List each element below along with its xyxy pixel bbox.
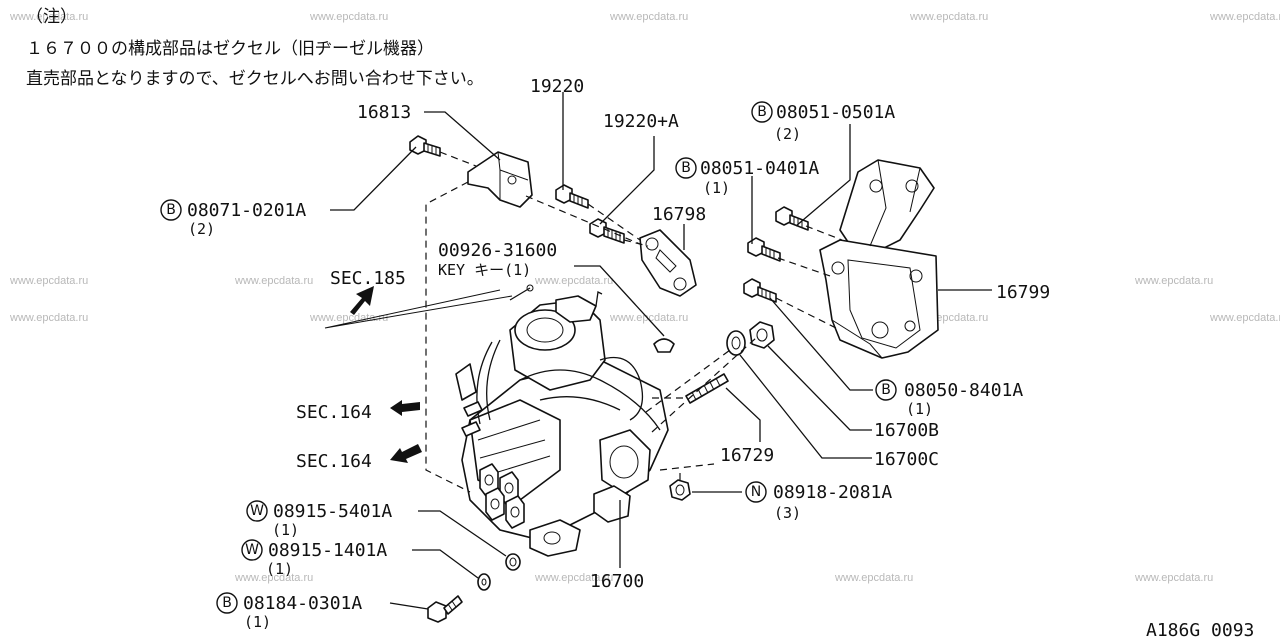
leader-lines [324, 92, 992, 610]
nut-08918-drawing [669, 479, 691, 501]
watermark: www.epcdata.ru [909, 11, 988, 23]
label-sec164-a[interactable]: SEC.164 [296, 402, 372, 423]
arrow-sec164b [390, 444, 422, 463]
washer-symbol-letter: W [245, 542, 259, 558]
qty-08071-0201a: (2) [188, 220, 215, 238]
watermark: www.epcdata.ru [1209, 11, 1280, 23]
qty-08184-0301a: (1) [244, 613, 271, 631]
watermark-layer: www.epcdata.ru www.epcdata.ru www.epcdat… [9, 11, 1280, 584]
bolt-symbol-letter: B [757, 104, 767, 120]
bolt-symbol-letter: B [681, 160, 691, 176]
bracket-16798-drawing [639, 229, 697, 297]
stud-16729-drawing [685, 373, 729, 404]
watermark: www.epcdata.ru [1209, 312, 1280, 324]
nut-symbol-letter: N [751, 484, 761, 500]
bolt-19220a-drawing [589, 218, 625, 244]
label-19220[interactable]: 19220 [530, 76, 584, 97]
washer-08915-1401a-drawing [477, 573, 491, 591]
qty-08915-5401a: (1) [272, 521, 299, 539]
bolt-symbol-icon [751, 101, 773, 123]
label-16813[interactable]: 16813 [357, 102, 411, 123]
bolt-08071-drawing [409, 135, 441, 157]
label-08050-8401a[interactable]: 08050-8401A [904, 380, 1023, 401]
delivery-valves [479, 463, 525, 529]
bolt-symbol-icon [875, 379, 897, 401]
bolt-symbol-letter: B [166, 202, 176, 218]
label-16729[interactable]: 16729 [720, 445, 774, 466]
label-00926-31600[interactable]: 00926-31600 [438, 240, 557, 261]
arrows [350, 286, 422, 463]
arrow-sec164a [390, 400, 420, 416]
watermark: www.epcdata.ru [9, 312, 88, 324]
watermark: www.epcdata.ru [534, 572, 613, 584]
label-08051-0501a[interactable]: 08051-0501A [776, 102, 895, 123]
washer-symbol-letter: W [250, 503, 264, 519]
label-16700b[interactable]: 16700B [874, 420, 939, 441]
washer-08915-5401a-drawing [505, 553, 521, 571]
watermark: www.epcdata.ru [1134, 275, 1213, 287]
key-00926-drawing [653, 338, 675, 353]
watermark: www.epcdata.ru [9, 11, 88, 23]
label-08915-1401a[interactable]: 08915-1401A [268, 540, 387, 561]
qty-08918-2081a: (3) [774, 504, 801, 522]
bolt-symbol-icon [216, 592, 238, 614]
watermark: www.epcdata.ru [609, 11, 688, 23]
note-line-1: （注） [26, 7, 77, 27]
bracket-16799-drawing [819, 159, 939, 359]
watermark: www.epcdata.ru [534, 275, 613, 287]
label-sec164-b[interactable]: SEC.164 [296, 451, 372, 472]
label-19220a[interactable]: 19220+A [603, 111, 679, 132]
bolt-19220-drawing [555, 184, 589, 209]
bolt-08051-0401a-drawing [747, 237, 781, 262]
watermark: www.epcdata.ru [1134, 572, 1213, 584]
washer-symbol-icon [246, 500, 268, 522]
bolt-08051-0501a-drawing [775, 206, 809, 231]
drawing-reference: A186G 0093 [1146, 620, 1254, 640]
washer-16700c-drawing [726, 330, 746, 356]
watermark: www.epcdata.ru [234, 572, 313, 584]
label-08915-5401a[interactable]: 08915-5401A [273, 501, 392, 522]
bolt-08184-drawing [427, 595, 463, 623]
watermark: www.epcdata.ru [234, 275, 313, 287]
note-line-3: 直売部品となりますので、ゼクセルへお問い合わせ下さい。 [26, 69, 484, 89]
arrow-sec185 [350, 286, 374, 315]
watermark: www.epcdata.ru [309, 312, 388, 324]
label-08051-0401a[interactable]: 08051-0401A [700, 158, 819, 179]
nut-symbol-icon [745, 481, 767, 503]
label-08184-0301a[interactable]: 08184-0301A [243, 593, 362, 614]
watermark: www.epcdata.ru [309, 11, 388, 23]
bolt-symbol-icon [675, 157, 697, 179]
label-16700[interactable]: 16700 [590, 571, 644, 592]
qty-08915-1401a: (1) [266, 560, 293, 578]
watermark: www.epcdata.ru [609, 312, 688, 324]
label-08071-0201a[interactable]: 08071-0201A [187, 200, 306, 221]
label-16700c[interactable]: 16700C [874, 449, 939, 470]
qty-08051-0501a: (2) [774, 125, 801, 143]
part-labels: 16813 19220 19220+A 08051-0501A (2) 0805… [187, 76, 1254, 640]
label-16798[interactable]: 16798 [652, 204, 706, 225]
bolt-08050-8401a-drawing [743, 278, 777, 303]
injection-pump-16700-drawing [455, 284, 669, 557]
qty-08050-8401a: (1) [906, 400, 933, 418]
watermark: www.epcdata.ru [834, 572, 913, 584]
watermark: www.epcdata.ru [9, 275, 88, 287]
label-key: KEY キー(1) [438, 261, 531, 279]
washer-symbol-icon [241, 539, 263, 561]
label-08918-2081a[interactable]: 08918-2081A [773, 482, 892, 503]
nut-16700b-drawing [749, 321, 775, 349]
qty-08051-0401a: (1) [703, 179, 730, 197]
bracket-16813-drawing [467, 151, 533, 208]
bolt-symbol-letter: B [222, 595, 232, 611]
note-line-2: １６７００の構成部品はゼクセル（旧ヂーゼル機器） [26, 39, 434, 59]
bolt-symbol-letter: B [881, 382, 891, 398]
symbol-markers: B B B B N W W B [160, 101, 897, 614]
label-16799[interactable]: 16799 [996, 282, 1050, 303]
label-sec185[interactable]: SEC.185 [330, 268, 406, 289]
note-block: （注） １６７００の構成部品はゼクセル（旧ヂーゼル機器） 直売部品となりますので… [26, 7, 484, 89]
bolt-symbol-icon [160, 199, 182, 221]
